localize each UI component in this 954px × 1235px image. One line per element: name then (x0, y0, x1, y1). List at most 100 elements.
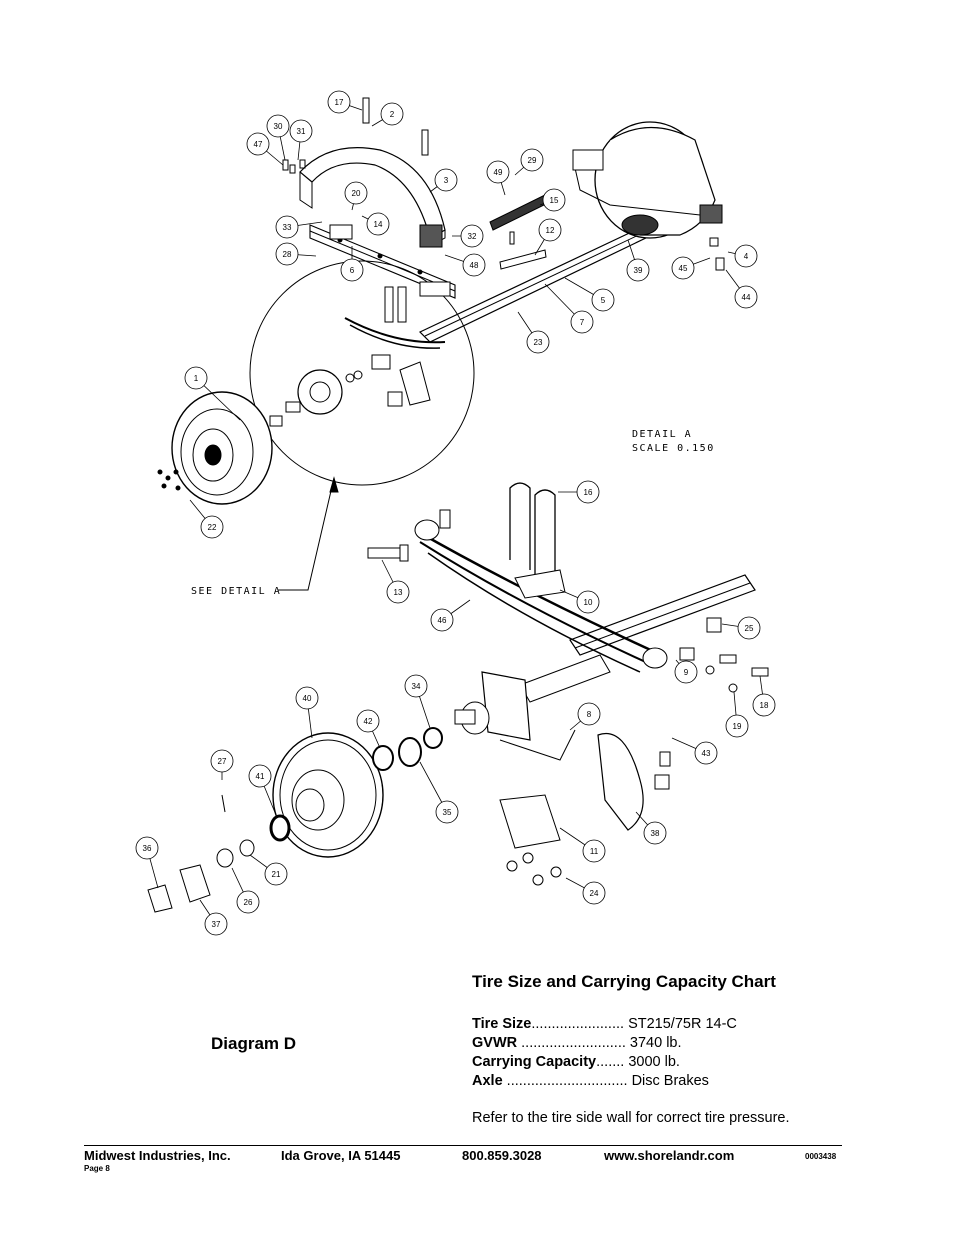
callout-circle (135, 836, 159, 860)
callout-number: 46 (438, 616, 447, 625)
callout-number: 49 (494, 168, 503, 177)
callout-number: 48 (470, 261, 479, 270)
callout-circle (694, 741, 718, 765)
callout-circle (327, 90, 351, 114)
spec-value: 3740 lb. (629, 1035, 682, 1051)
callout-number: 26 (244, 898, 253, 907)
callout-number: 8 (587, 710, 592, 719)
callout-number: 28 (283, 250, 292, 259)
callout-number: 32 (468, 232, 477, 241)
callout-circle (289, 119, 313, 143)
callout-number: 44 (742, 293, 751, 302)
spec-row-capacity: Carrying Capacity....... 3000 lb. (472, 1054, 680, 1070)
callout-circle (275, 242, 299, 266)
spec-row-gvwr: GVWR .......................... 3740 lb. (472, 1035, 682, 1051)
callout-number: 2 (390, 110, 395, 119)
spec-dots: ....... (596, 1054, 625, 1070)
spec-dots: .......................... (521, 1035, 626, 1051)
callout-number: 47 (254, 140, 263, 149)
callout-circle (210, 749, 234, 773)
callout-circle (386, 580, 410, 604)
spec-dots: .............................. (506, 1073, 628, 1089)
callout-circle (460, 224, 484, 248)
callout-number: 11 (590, 847, 599, 856)
callout-number: 24 (590, 889, 599, 898)
callout-circle (344, 181, 368, 205)
callout-circle (674, 660, 698, 684)
detail-a-scale: SCALE 0.150 (632, 443, 715, 454)
callout-circle (577, 702, 601, 726)
callout-circle (643, 821, 667, 845)
callout-number: 15 (550, 196, 559, 205)
callout-circle (404, 674, 428, 698)
spec-value: Disc Brakes (631, 1073, 709, 1089)
lug-nuts (506, 852, 562, 886)
callout-circle (734, 285, 758, 309)
detail-a-circle (249, 260, 475, 486)
detail-hub (269, 354, 431, 427)
callout-number: 20 (352, 189, 361, 198)
callout-number: 38 (651, 829, 660, 838)
callout-number: 36 (143, 844, 152, 853)
callout-number: 43 (702, 749, 711, 758)
callout-number: 3 (444, 176, 449, 185)
callout-circle (591, 288, 615, 312)
callout-circle (582, 881, 606, 905)
callout-circle (526, 330, 550, 354)
callout-number: 13 (394, 588, 403, 597)
footer-phone: 800.859.3028 (462, 1148, 542, 1163)
callout-circle (246, 132, 270, 156)
callout-number: 9 (684, 668, 689, 677)
footer-page-number: Page 8 (84, 1164, 110, 1173)
callout-number: 16 (584, 488, 593, 497)
spec-value: 3000 lb. (628, 1054, 680, 1070)
callout-number: 4 (744, 252, 749, 261)
right-fender-wheel (572, 121, 723, 239)
callout-circle (380, 102, 404, 126)
spec-label: Tire Size (472, 1016, 532, 1032)
spring-bolt-13 (367, 544, 409, 562)
footer-doc-number: 0003438 (805, 1152, 837, 1161)
footer-company: Midwest Industries, Inc. (84, 1148, 231, 1163)
callout-number: 41 (256, 772, 265, 781)
callout-circle (340, 258, 364, 282)
callout-circle (366, 212, 390, 236)
callout-circle (236, 890, 260, 914)
callout-circle (542, 188, 566, 212)
callout-circle (184, 366, 208, 390)
bearings-seals (147, 727, 443, 913)
callout-circle (356, 709, 380, 733)
callout-circle (671, 256, 695, 280)
callout-circle (248, 764, 272, 788)
callout-number: 33 (283, 223, 292, 232)
callout-number: 23 (534, 338, 543, 347)
tire-pressure-note: Refer to the tire side wall for correct … (472, 1110, 790, 1126)
callout-number: 25 (745, 624, 754, 633)
callout-circle (435, 800, 459, 824)
spec-row-axle: Axle .............................. Disc… (472, 1073, 709, 1089)
callout-number: 40 (303, 694, 312, 703)
callout-circle (434, 168, 458, 192)
callout-number: 29 (528, 156, 537, 165)
detail-a-label: DETAIL A (632, 429, 692, 440)
callout-circle (295, 686, 319, 710)
callout-circle (264, 862, 288, 886)
callout-number: 12 (546, 226, 555, 235)
callout-circle (737, 616, 761, 640)
callout-number: 37 (212, 920, 221, 929)
capacity-chart-title: Tire Size and Carrying Capacity Chart (472, 972, 776, 991)
callout-number: 22 (208, 523, 217, 532)
see-detail-leader (278, 476, 339, 591)
lower-leaf-spring (414, 509, 668, 673)
callout-number: 1 (194, 374, 199, 383)
callout-number: 5 (601, 296, 606, 305)
callout-number: 27 (218, 757, 227, 766)
left-fender (299, 147, 446, 248)
callout-circle (200, 515, 224, 539)
upper-small-parts (282, 97, 725, 297)
callout-circle (752, 693, 776, 717)
callout-circle (430, 608, 454, 632)
callout-number: 34 (412, 682, 421, 691)
callout-circle (576, 480, 600, 504)
callout-number: 6 (350, 266, 355, 275)
